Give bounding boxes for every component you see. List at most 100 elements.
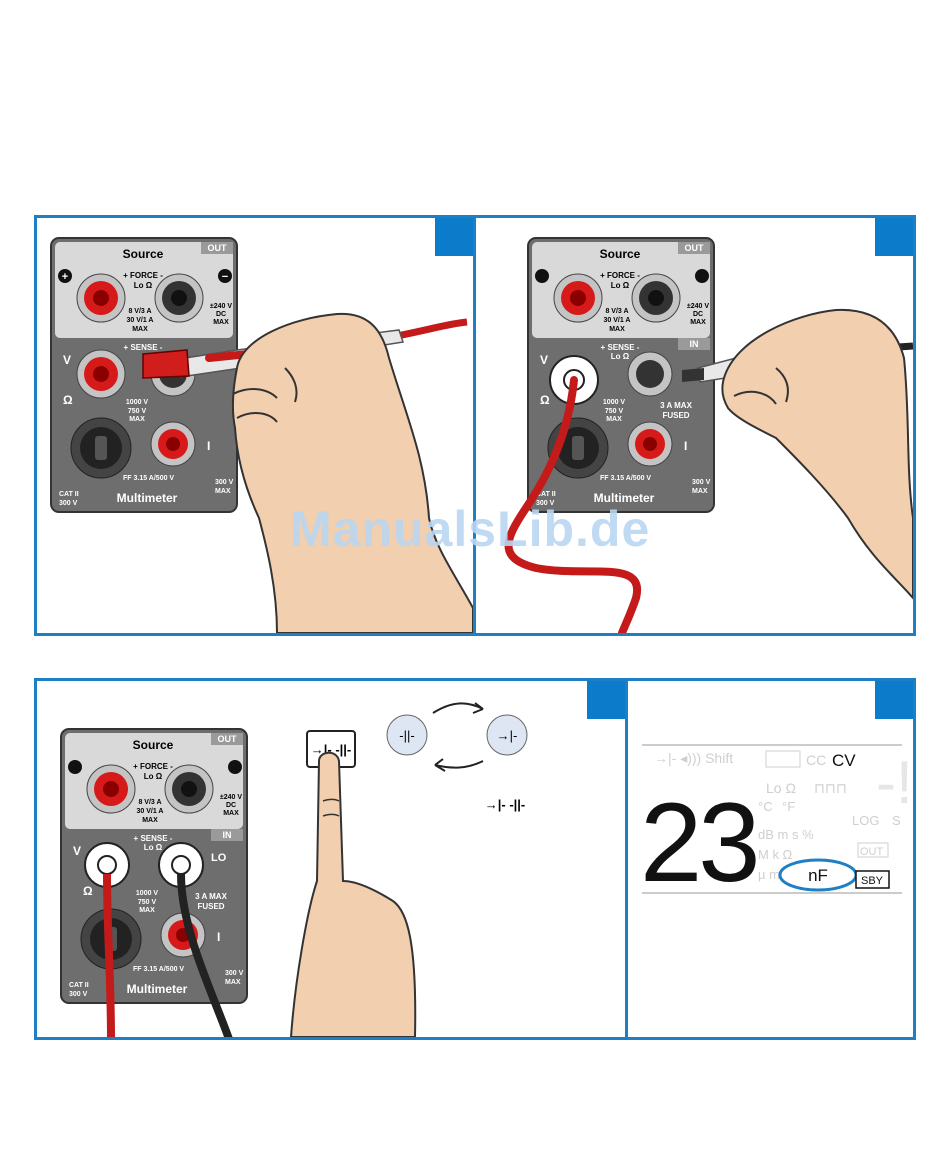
svg-text:±240 V: ±240 V	[220, 794, 242, 801]
svg-text:Ω: Ω	[83, 884, 93, 898]
svg-text:+ SENSE -: + SENSE -	[601, 343, 640, 352]
multimeter-front: OUT IN Source + FORCE - Lo Ω 8 V/3 A 30 …	[60, 728, 248, 1037]
svg-text:300 V: 300 V	[215, 479, 234, 486]
svg-text:S: S	[892, 813, 901, 828]
svg-text:+ SENSE -: + SENSE -	[134, 834, 173, 843]
svg-text:DC: DC	[226, 802, 236, 809]
svg-text:OUT: OUT	[218, 734, 238, 744]
svg-text:300 V: 300 V	[225, 970, 244, 977]
svg-text:CAT II: CAT II	[59, 491, 79, 498]
svg-text:30 V/1 A: 30 V/1 A	[604, 317, 631, 324]
svg-text:−: −	[222, 271, 228, 283]
svg-text:8 V/3 A: 8 V/3 A	[128, 308, 151, 315]
svg-text:FUSED: FUSED	[662, 411, 689, 420]
svg-text:30 V/1 A: 30 V/1 A	[137, 808, 164, 815]
illustration-insert-red-lead-sense: OUT Source + FORCE - Lo Ω + − 8 V/3 A 30…	[50, 237, 473, 633]
svg-text:3 A MAX: 3 A MAX	[660, 401, 693, 410]
svg-text:Lo Ω: Lo Ω	[144, 772, 163, 781]
multimeter-front: OUT IN Source + FORCE - Lo Ω 8 V/3 A 30 …	[527, 237, 715, 513]
svg-text:MAX: MAX	[609, 326, 625, 333]
svg-text:Source: Source	[133, 738, 174, 752]
svg-text:DC: DC	[693, 311, 703, 318]
mode-toggle-diagram: -||- →|- →|- -||-	[386, 702, 528, 812]
svg-text:300 V: 300 V	[59, 500, 78, 507]
svg-text:±240 V: ±240 V	[210, 303, 232, 310]
svg-text:MAX: MAX	[213, 319, 229, 326]
step-panel-2: OUT IN Source + FORCE - Lo Ω 8 V/3 A 30 …	[473, 215, 916, 636]
step-panel-3: OUT IN Source + FORCE - Lo Ω 8 V/3 A 30 …	[34, 678, 628, 1040]
svg-text:Source: Source	[123, 247, 164, 261]
illustration-insert-black-lead-lo: OUT IN Source + FORCE - Lo Ω 8 V/3 A 30 …	[504, 237, 913, 633]
svg-text:30 V/1 A: 30 V/1 A	[127, 317, 154, 324]
sby-indicator: SBY	[861, 875, 884, 887]
svg-text:MAX: MAX	[223, 810, 239, 817]
lcd-main-digits: 23	[640, 780, 757, 905]
svg-text:°C: °C	[758, 799, 773, 814]
svg-text:FF 3.15 A/500 V: FF 3.15 A/500 V	[600, 475, 651, 482]
svg-text:Source: Source	[600, 247, 641, 261]
svg-text:300 V: 300 V	[69, 991, 88, 998]
svg-text:Multimeter: Multimeter	[127, 982, 188, 996]
unit-nf: nF	[808, 866, 828, 885]
svg-text:FUSED: FUSED	[197, 902, 224, 911]
svg-text:MAX: MAX	[139, 907, 155, 914]
svg-text:MAX: MAX	[692, 488, 708, 495]
step-marker	[875, 218, 913, 256]
svg-text:Ω: Ω	[540, 393, 550, 407]
svg-text:OUT: OUT	[685, 243, 705, 253]
svg-text:+ FORCE -: + FORCE -	[123, 271, 163, 280]
capacitor-icon: -||-	[399, 728, 414, 743]
svg-text:CAT II: CAT II	[69, 982, 89, 989]
lcd-top-symbols: →|- ◂))) Shift	[654, 750, 733, 766]
svg-text:8 V/3 A: 8 V/3 A	[605, 308, 628, 315]
svg-text:750 V: 750 V	[138, 899, 157, 906]
svg-text:750 V: 750 V	[605, 408, 624, 415]
svg-text:Lo Ω: Lo Ω	[766, 780, 796, 796]
svg-text:750 V: 750 V	[128, 408, 147, 415]
svg-text:Multimeter: Multimeter	[594, 491, 655, 505]
svg-text:I: I	[207, 439, 210, 453]
svg-text:V: V	[73, 844, 81, 858]
svg-text:MAX: MAX	[606, 416, 622, 423]
key-press-illustration: →|- -||-	[289, 730, 417, 1037]
svg-text:±240 V: ±240 V	[687, 303, 709, 310]
svg-text:IN: IN	[690, 339, 699, 349]
svg-text:FF 3.15 A/500 V: FF 3.15 A/500 V	[123, 475, 174, 482]
svg-text:DC: DC	[216, 311, 226, 318]
step-panel-4: →|- ◂))) Shift CC CV Lo Ω ⊓⊓⊓ °C °F LOG …	[625, 678, 916, 1040]
svg-text:+ SENSE -: + SENSE -	[124, 343, 163, 352]
svg-text:°F: °F	[782, 799, 795, 814]
step-marker	[875, 681, 913, 719]
svg-text:Lo Ω: Lo Ω	[144, 843, 163, 852]
svg-text:LOG: LOG	[852, 813, 879, 828]
svg-text:1000 V: 1000 V	[603, 399, 626, 406]
svg-text:MAX: MAX	[690, 319, 706, 326]
svg-text:LO: LO	[211, 852, 227, 864]
svg-text:1000 V: 1000 V	[126, 399, 149, 406]
svg-text:M k Ω: M k Ω	[758, 847, 793, 862]
svg-text:MAX: MAX	[142, 817, 158, 824]
hand	[721, 308, 913, 600]
svg-text:I: I	[217, 930, 220, 944]
svg-text:⊓⊓⊓: ⊓⊓⊓	[814, 780, 847, 796]
step-marker	[587, 681, 625, 719]
watermark: ManualsLib.de	[290, 501, 651, 557]
svg-text:300 V: 300 V	[692, 479, 711, 486]
svg-text:Multimeter: Multimeter	[117, 491, 178, 505]
svg-text:OUT: OUT	[860, 846, 884, 858]
svg-text:µ m: µ m	[758, 867, 780, 882]
svg-text:MAX: MAX	[225, 979, 241, 986]
cv-indicator: CV	[832, 751, 856, 770]
svg-text:MAX: MAX	[132, 326, 148, 333]
svg-text:Lo Ω: Lo Ω	[611, 281, 630, 290]
svg-text:MAX: MAX	[215, 488, 231, 495]
svg-text:MAX: MAX	[129, 416, 145, 423]
lcd-display: →|- ◂))) Shift CC CV Lo Ω ⊓⊓⊓ °C °F LOG …	[640, 744, 913, 905]
svg-text:OUT: OUT	[208, 243, 228, 253]
step-marker	[435, 218, 473, 256]
svg-text:→|- -||-: →|- -||-	[311, 742, 352, 757]
svg-text:Lo Ω: Lo Ω	[611, 352, 630, 361]
svg-text:CC: CC	[806, 752, 826, 768]
diode-capacitance-key-label: →|- -||-	[485, 797, 526, 812]
svg-text:V: V	[540, 353, 548, 367]
